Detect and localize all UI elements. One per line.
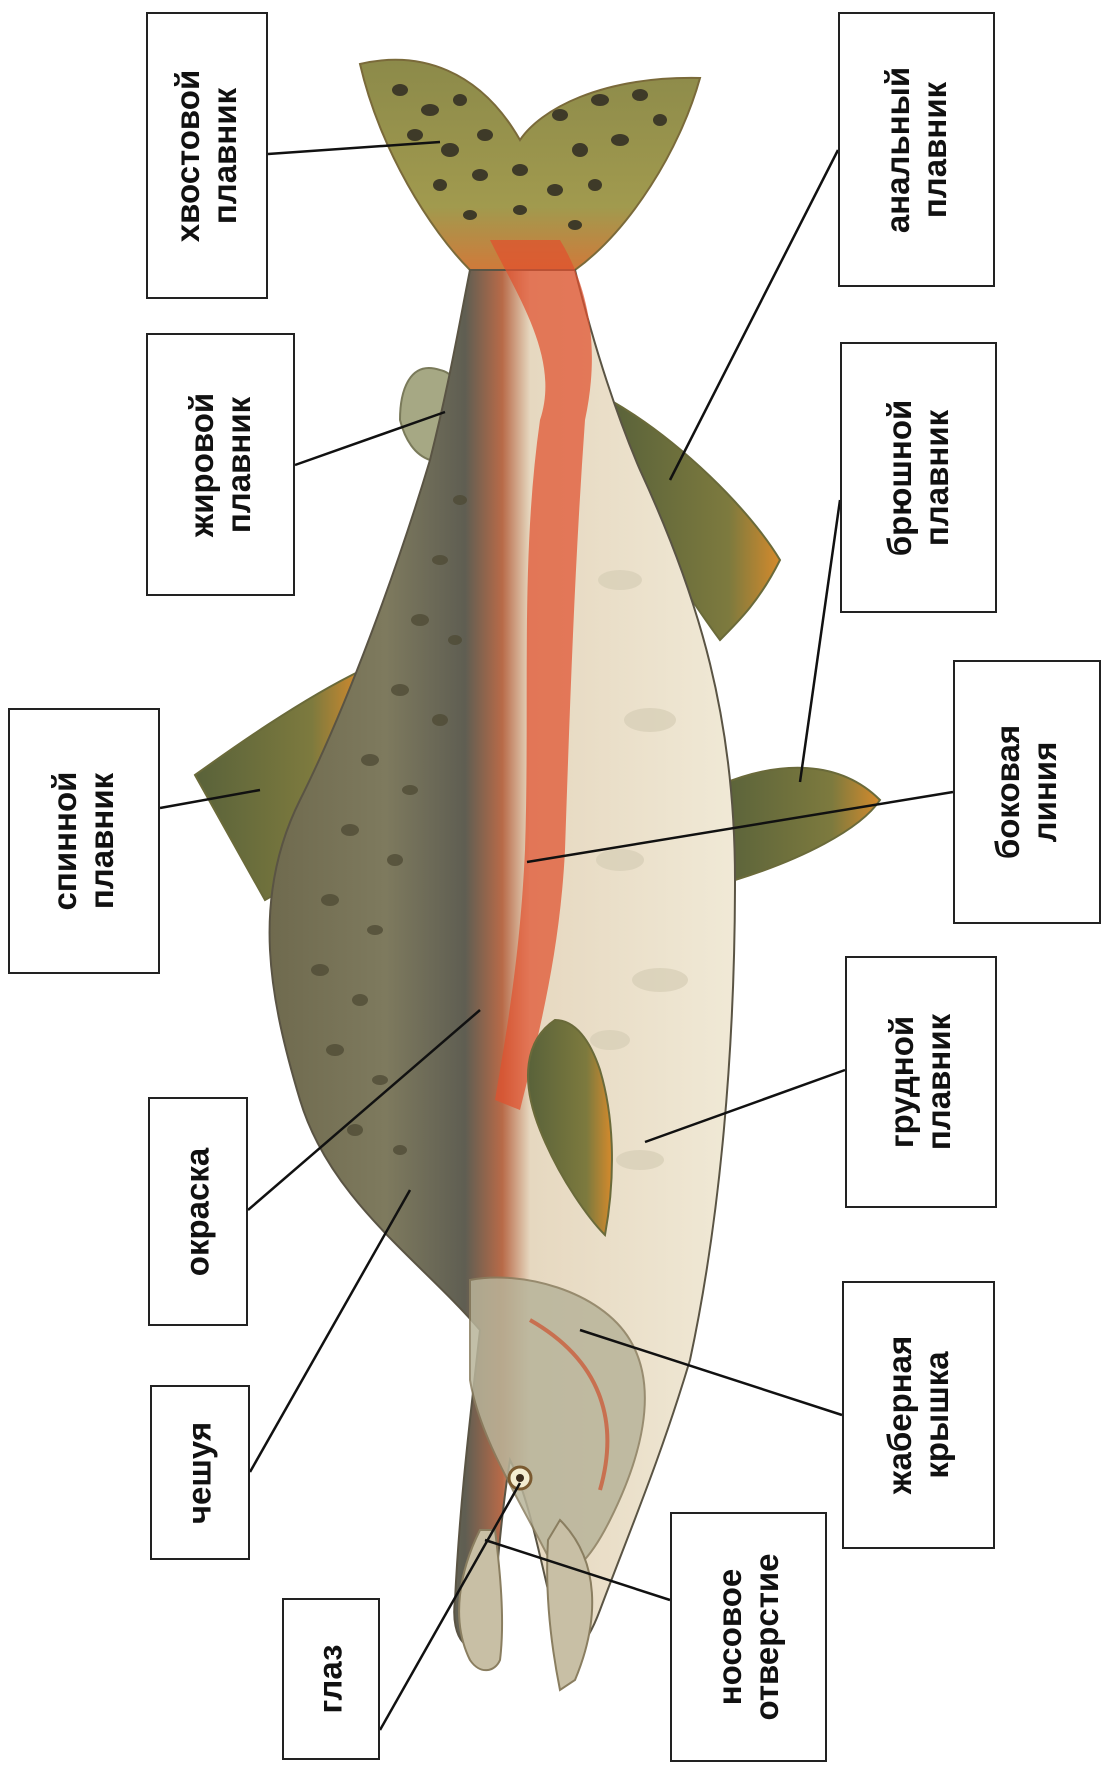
leader-anal-fin bbox=[670, 150, 838, 480]
label-lateral-line: боковая линия bbox=[953, 660, 1101, 924]
label-adipose-fin-text: жировой плавник bbox=[184, 392, 258, 536]
label-pelvic-fin: брюшной плавник bbox=[840, 342, 997, 613]
label-scales-text: чешуя bbox=[182, 1421, 219, 1523]
label-tail-fin: хвостовой плавник bbox=[146, 12, 268, 299]
label-tail-fin-text: хвостовой плавник bbox=[170, 69, 244, 241]
label-anal-fin: анальный плавник bbox=[838, 12, 995, 287]
pelvic-fin-shape bbox=[720, 768, 880, 880]
label-gill-cover: жаберная крышка bbox=[842, 1281, 995, 1549]
label-dorsal-fin-text: спинной плавник bbox=[47, 772, 121, 911]
label-nostril-text: носовое отверстие bbox=[712, 1553, 786, 1720]
label-eye: глаз bbox=[282, 1598, 380, 1760]
label-eye-text: глаз bbox=[313, 1644, 350, 1713]
label-lateral-line-text: боковая линия bbox=[990, 725, 1064, 859]
leader-pelvic-fin bbox=[800, 500, 840, 782]
tail-fin-shape bbox=[360, 60, 700, 270]
label-anal-fin-text: анальный плавник bbox=[880, 66, 954, 232]
label-dorsal-fin: спинной плавник bbox=[8, 708, 160, 974]
label-scales: чешуя bbox=[150, 1385, 250, 1560]
leader-scales bbox=[250, 1190, 410, 1472]
label-pectoral-fin: грудной плавник bbox=[845, 956, 997, 1208]
label-coloration-text: окраска bbox=[180, 1147, 217, 1275]
label-gill-cover-text: жаберная крышка bbox=[882, 1336, 956, 1495]
label-pectoral-fin-text: грудной плавник bbox=[884, 1014, 958, 1150]
label-nostril: носовое отверстие bbox=[670, 1512, 827, 1762]
label-pelvic-fin-text: брюшной плавник bbox=[882, 399, 956, 556]
label-coloration: окраска bbox=[148, 1097, 248, 1326]
label-adipose-fin: жировой плавник bbox=[146, 333, 295, 596]
